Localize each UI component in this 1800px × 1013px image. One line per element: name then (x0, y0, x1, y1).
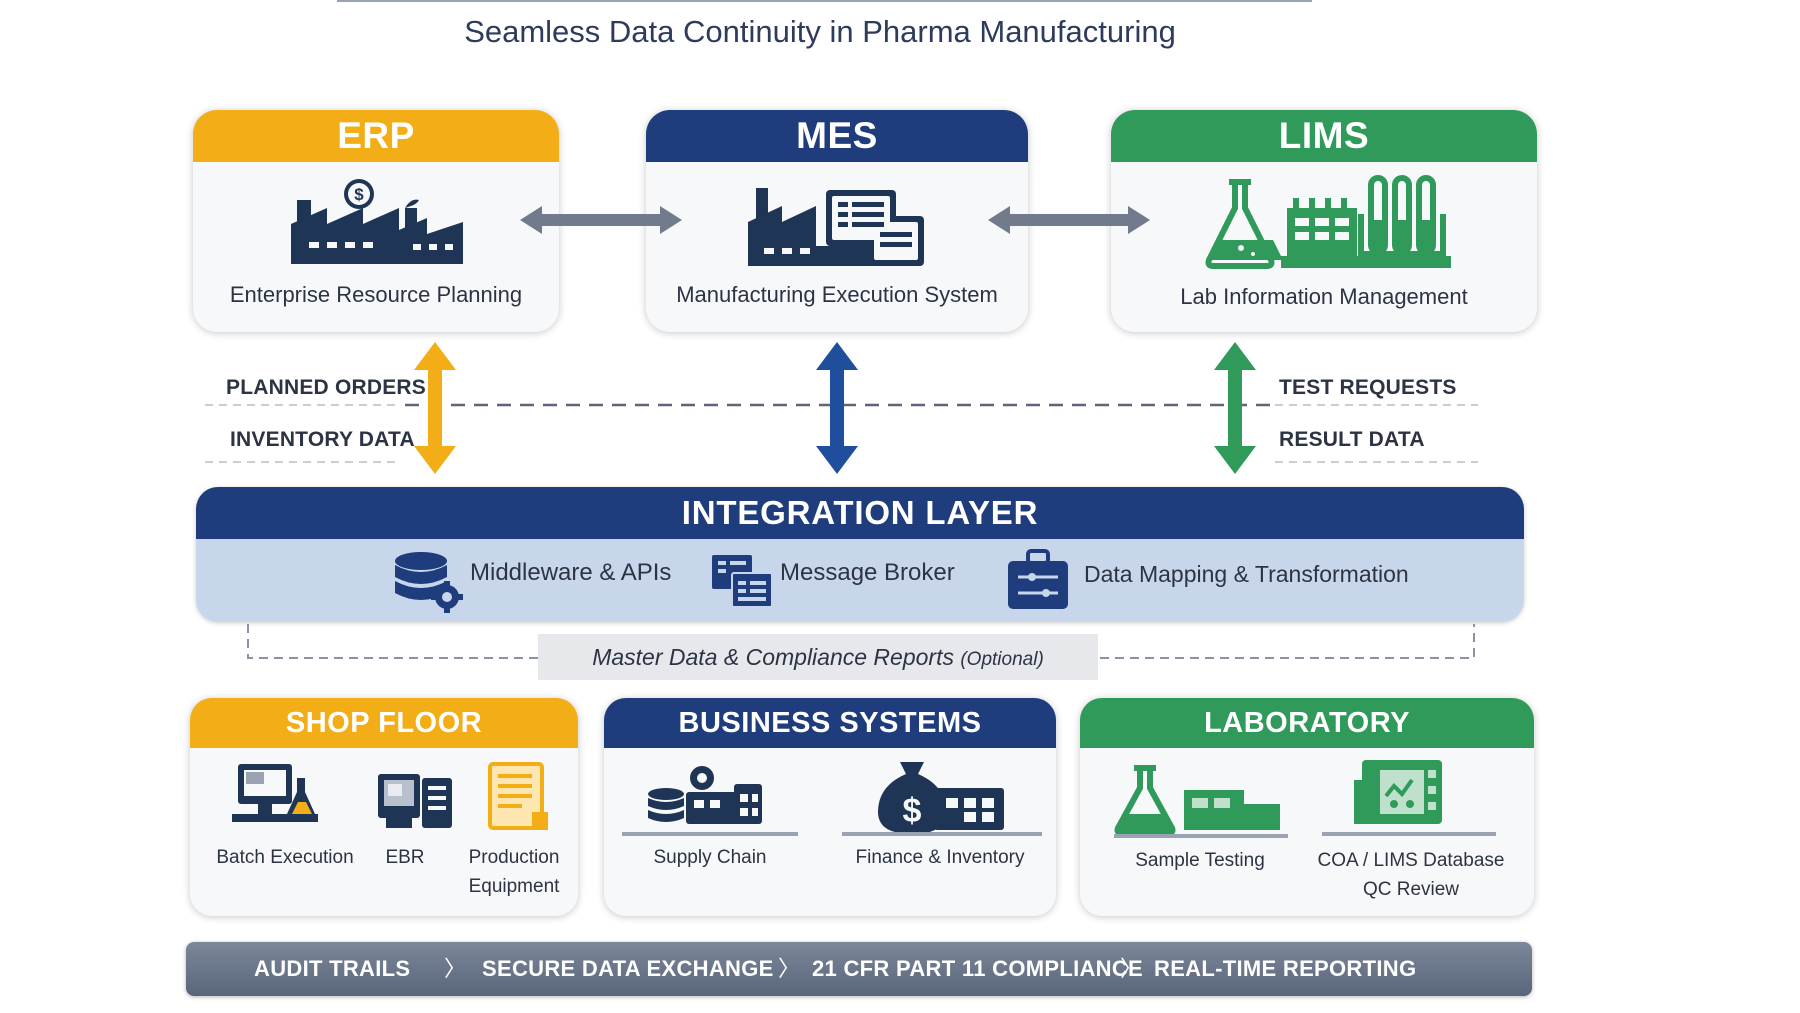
flow-dashed-lines (205, 403, 1478, 463)
sample-testing-label: Sample Testing (1135, 850, 1265, 871)
svg-text:$: $ (354, 185, 364, 204)
master-data-dashed-line (247, 624, 1475, 659)
lims-integration-arrow (1214, 342, 1256, 474)
message-broker-icon (712, 555, 773, 608)
erp-integration-arrow (414, 342, 456, 474)
footer-21cfr-compliance: 21 CFR PART 11 COMPLIANCE (812, 956, 1144, 981)
footer-audit-trails: AUDIT TRAILS (254, 956, 411, 981)
computer-flask-icon (232, 764, 318, 822)
footer-real-time-reporting: REAL-TIME REPORTING (1154, 956, 1417, 981)
mes-subtitle: Manufacturing Execution System (676, 282, 998, 307)
ebr-label: EBR (385, 847, 425, 868)
master-data-optional: (Optional) (960, 649, 1044, 670)
briefcase-mapping-icon (1008, 549, 1068, 609)
chevron-right-icon: 〉 (1120, 956, 1143, 981)
business-systems-title: BUSINESS SYSTEMS (604, 698, 1056, 748)
mes-card: MES Manufacturing Execution System (646, 110, 1028, 332)
database-gear-icon (395, 552, 463, 613)
middleware-label: Middleware & APIs (470, 559, 672, 586)
lims-card: LIMS Lab Information Management (1111, 110, 1537, 332)
integration-layer: INTEGRATION LAYER Middleware & APIs Mess… (196, 487, 1524, 622)
chevron-right-icon: 〉 (778, 956, 801, 981)
mes-lims-arrow (988, 206, 1150, 234)
erp-title: ERP (193, 110, 559, 162)
chevron-right-icon: 〉 (444, 956, 467, 981)
test-requests-label: TEST REQUESTS (1279, 376, 1457, 399)
top-rule (337, 0, 1312, 2)
supply-chain-label: Supply Chain (653, 847, 767, 868)
coa-lims-label: COA / LIMS Database QC Review (1317, 850, 1505, 900)
factory-dollar-icon: $ (291, 179, 463, 264)
diagram-title: Seamless Data Continuity in Pharma Manuf… (464, 14, 1176, 49)
finance-inventory-label: Finance & Inventory (855, 847, 1025, 868)
business-systems-card: BUSINESS SYSTEMS Supply Chain $ Finance … (604, 698, 1056, 916)
svg-text:$: $ (903, 792, 922, 830)
integration-body: Middleware & APIs Message Broker Data Ma… (196, 539, 1524, 622)
lims-subtitle: Lab Information Management (1180, 284, 1468, 309)
data-mapping-label: Data Mapping & Transformation (1084, 561, 1409, 587)
erp-subtitle: Enterprise Resource Planning (229, 282, 523, 307)
factory-screen-icon (748, 188, 924, 266)
supply-chain-icon (622, 766, 798, 836)
erp-mes-arrow (520, 206, 682, 234)
document-icon (488, 762, 548, 830)
master-data-label: Master Data & Compliance Reports (592, 644, 954, 670)
message-broker-label: Message Broker (780, 559, 955, 586)
mes-title: MES (646, 110, 1028, 162)
erp-card: ERP $ Enterprise Resource Planning (193, 110, 559, 332)
qc-database-icon (1322, 760, 1496, 836)
result-data-label: RESULT DATA (1279, 428, 1425, 451)
compliance-footer-bar: AUDIT TRAILS 〉 SECURE DATA EXCHANGE 〉 21… (186, 942, 1532, 996)
money-bag-icon: $ (842, 762, 1042, 836)
planned-orders-label: PLANNED ORDERS (226, 376, 426, 399)
inventory-data-label: INVENTORY DATA (230, 428, 415, 451)
shop-floor-card: SHOP FLOOR Batch Execution EBR Productio… (190, 698, 578, 916)
master-data-box: Master Data & Compliance Reports (Option… (538, 634, 1098, 680)
laboratory-title: LABORATORY (1080, 698, 1534, 748)
flask-icon (1114, 765, 1288, 838)
lims-title: LIMS (1111, 110, 1537, 162)
laboratory-card: LABORATORY Sample Testing COA / LIMS Dat… (1080, 698, 1534, 916)
integration-title: INTEGRATION LAYER (196, 487, 1524, 539)
batch-execution-label: Batch Execution (216, 847, 354, 868)
shop-floor-title: SHOP FLOOR (190, 698, 578, 748)
lab-flask-icon (1205, 175, 1451, 269)
ebr-device-icon (378, 774, 452, 828)
production-equipment-label: Production Equipment (468, 847, 560, 897)
footer-secure-data-exchange: SECURE DATA EXCHANGE (482, 956, 774, 981)
mes-integration-arrow (816, 342, 858, 474)
